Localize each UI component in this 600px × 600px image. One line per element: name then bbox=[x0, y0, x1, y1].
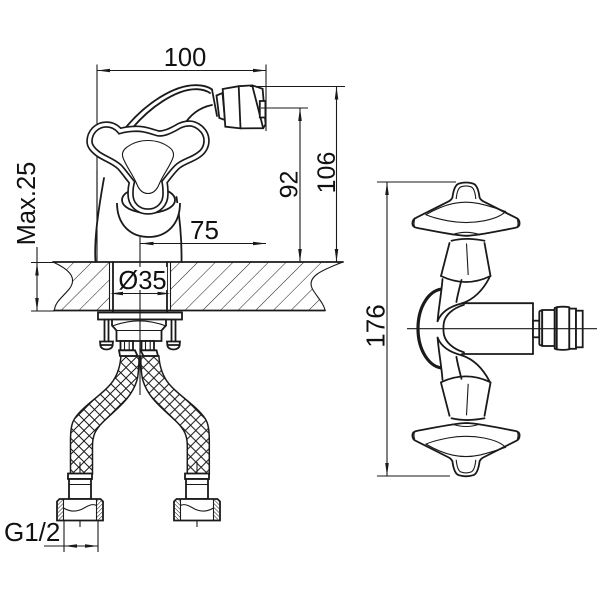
svg-text:106: 106 bbox=[313, 152, 341, 194]
svg-text:G1/2: G1/2 bbox=[4, 517, 60, 547]
svg-text:Max.25: Max.25 bbox=[13, 162, 41, 246]
svg-text:92: 92 bbox=[276, 171, 304, 199]
svg-text:Ø35: Ø35 bbox=[118, 267, 166, 295]
svg-text:75: 75 bbox=[190, 215, 219, 245]
svg-text:100: 100 bbox=[164, 44, 207, 72]
svg-text:176: 176 bbox=[361, 304, 391, 347]
